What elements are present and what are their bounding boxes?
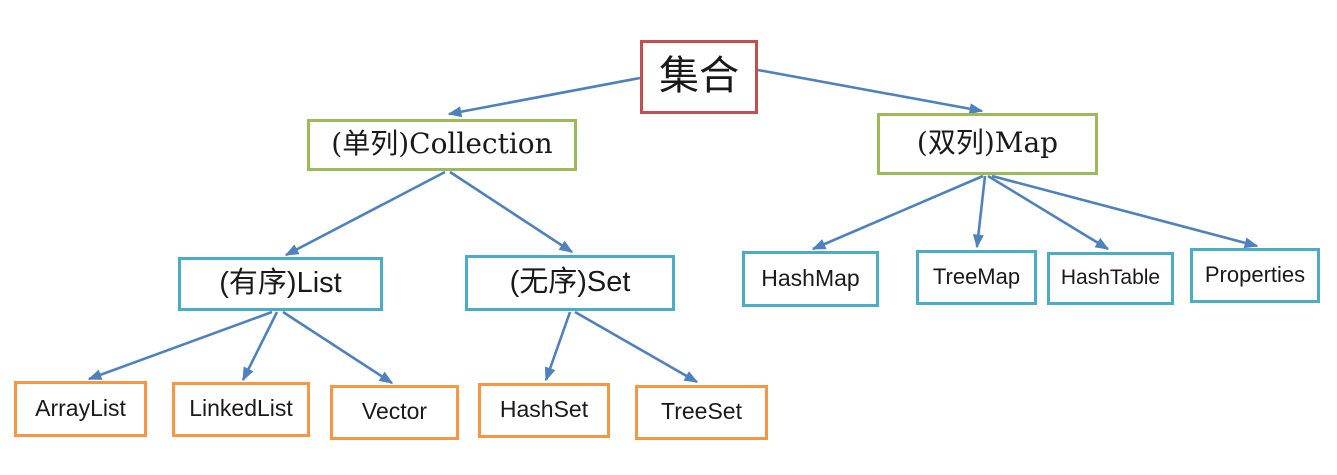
node-jihe: 集合 — [640, 40, 758, 114]
node-set: (无序)Set — [465, 255, 675, 311]
edge-map-to-hashmap — [811, 174, 984, 251]
node-label-hashmap: HashMap — [761, 264, 860, 291]
node-label-treeset: TreeSet — [661, 398, 742, 424]
edge-map-to-properties — [991, 174, 1259, 249]
node-vector: Vector — [330, 385, 459, 440]
node-collection: (单列)Collection — [307, 119, 577, 171]
node-label-list: (有序)List — [219, 266, 342, 299]
node-label-jihe: 集合 — [659, 53, 739, 99]
node-label-treemap: TreeMap — [932, 263, 1021, 289]
node-label-hashset: HashSet — [499, 396, 589, 422]
edge-set-to-hashset — [544, 311, 572, 382]
edge-list-to-vector — [282, 310, 394, 385]
node-properties: Properties — [1190, 248, 1320, 303]
node-label-linkedlist: LinkedList — [189, 395, 293, 421]
node-label-collection: (单列)Collection — [331, 127, 553, 160]
edge-map-to-hashtable — [987, 174, 1110, 251]
node-hashmap: HashMap — [742, 251, 879, 307]
node-label-properties: Properties — [1204, 261, 1306, 287]
node-label-set: (无序)Set — [509, 265, 631, 298]
node-label-arraylist: ArrayList — [35, 394, 126, 421]
node-arraylist: ArrayList — [14, 381, 147, 437]
edge-list-to-arraylist — [87, 310, 273, 381]
edge-collection-to-set — [449, 170, 574, 254]
edge-set-to-treeset — [574, 310, 699, 384]
node-list: (有序)List — [178, 257, 383, 311]
node-label-vector: Vector — [361, 398, 428, 424]
node-label-hashtable: HashTable — [1060, 266, 1161, 289]
node-linkedlist: LinkedList — [172, 382, 310, 437]
edge-collection-to-list — [284, 170, 446, 257]
node-treeset: TreeSet — [635, 385, 768, 440]
edge-map-to-treemap — [972, 175, 987, 249]
node-hashset: HashSet — [478, 383, 610, 438]
node-treemap: TreeMap — [916, 250, 1037, 305]
edge-list-to-linkedlist — [241, 311, 279, 382]
node-label-map: (双列)Map — [916, 126, 1059, 159]
edge-jihe-to-collection — [447, 76, 641, 118]
node-hashtable: HashTable — [1047, 252, 1174, 305]
edge-jihe-to-map — [757, 68, 984, 115]
node-map: (双列)Map — [877, 113, 1098, 175]
